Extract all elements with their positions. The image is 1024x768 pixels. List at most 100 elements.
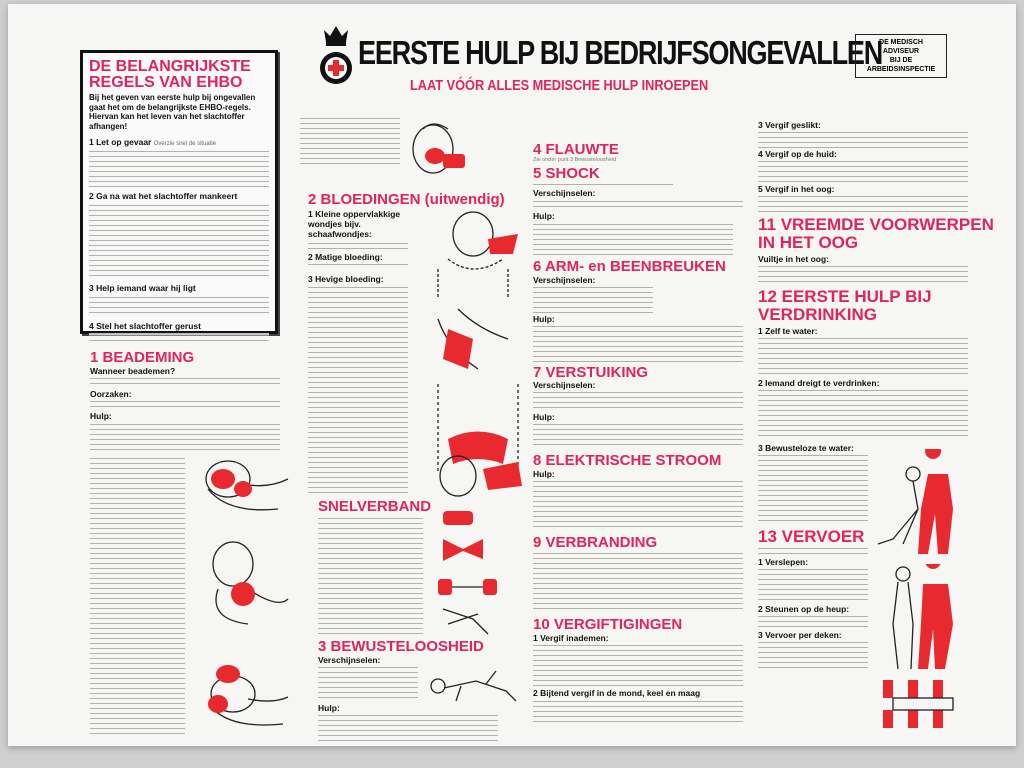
water-rescue-drag-icon: [877, 449, 953, 554]
rescue-breathing-illustrations: [205, 460, 289, 726]
advisor-line: ARBEIDSINSPECTIE: [866, 66, 936, 73]
first-aid-poster: EERSTE HULP BIJ BEDRIJFSONGEVALLEN LAAT …: [8, 4, 1016, 746]
rule-heading: 1 Let op gevaar Overzie snel de situatie: [89, 137, 269, 147]
neck-wound-icon: [437, 211, 518, 299]
body-text-block: [308, 285, 408, 497]
mouth-to-mouth-icon: [212, 541, 289, 625]
section-subtitle: 3 Vervoer per deken:: [758, 630, 842, 640]
rules-title: DE BELANGRIJKSTE REGELS VAN EHBO: [89, 59, 275, 91]
body-text-block: [308, 241, 408, 250]
section-subtitle: 2 Matige bloeding:: [308, 252, 383, 262]
section-title: 3 BEWUSTELOOSHEID: [318, 638, 484, 655]
section-subtitle: 1 Kleine oppervlakkige wondjes bijv. sch…: [308, 209, 401, 239]
section-subtitle: 4 Vergif op de huid:: [758, 149, 837, 159]
section-title: 8 ELEKTRISCHE STROOM: [533, 452, 722, 469]
body-text-block: [758, 640, 868, 670]
body-text-block: [758, 130, 968, 148]
section-subtitle: Hulp:: [90, 411, 112, 421]
section-subtitle: 1 Zelf te water:: [758, 326, 818, 336]
breathing-check-icon: [208, 665, 289, 726]
body-text-block: [533, 390, 743, 410]
ehbo-rules-box: DE BELANGRIJKSTE REGELS VAN EHBO Bij het…: [80, 50, 278, 345]
body-text-block: [318, 516, 423, 634]
body-text-block: [533, 324, 743, 364]
section-subtitle: 1 Vergif inademen:: [533, 633, 609, 643]
body-text-block: [90, 399, 280, 411]
section-subtitle: Wanneer beademen?: [90, 366, 176, 376]
recovery-position-icon: [430, 670, 517, 702]
pressure-bandage-icon: [437, 308, 509, 370]
section-note: Zie onder punt 3 Bewusteloosheid: [533, 157, 617, 163]
section-subtitle: Hulp:: [533, 211, 555, 221]
rule-heading: 3 Help iemand waar hij ligt: [89, 283, 196, 293]
section-title: 5 SHOCK: [533, 165, 600, 182]
body-text-block: [758, 546, 868, 556]
section-title: 13 VERVOER: [758, 527, 865, 546]
body-text-block: [300, 116, 400, 168]
rules-title-line: DE BELANGRIJKSTE: [89, 58, 251, 75]
body-text-block: [533, 422, 743, 448]
section-subtitle: Verschijnselen:: [533, 188, 596, 198]
section-subtitle: Hulp:: [533, 412, 555, 422]
section-title: 6 ARM- en BEENBREUKEN: [533, 258, 726, 275]
body-text-block: [533, 699, 743, 725]
rule-title: 1 Let op gevaar: [89, 137, 152, 147]
body-text-block: [758, 264, 968, 286]
section-title-line: 11 VREEMDE VOORWERPEN: [758, 215, 994, 234]
section-subtitle: 3 Hevige bloeding:: [308, 274, 384, 284]
body-text-block: [89, 203, 269, 279]
section-title-line: 12 EERSTE HULP BIJ: [758, 287, 932, 306]
body-text-block: [758, 194, 968, 212]
section-subtitle: 2 Bijtend vergif in de mond, keel en maa…: [533, 688, 701, 698]
body-text-block: [89, 295, 269, 317]
red-cross-crown-logo: [320, 26, 352, 84]
body-text-block: [533, 551, 743, 611]
body-text-block: [318, 713, 498, 741]
section-subtitle: 3 Vergif geslikt:: [758, 120, 821, 130]
section-subtitle: Verschijnselen:: [318, 655, 381, 665]
head-tilt-icon: [205, 460, 289, 511]
section-title: 10 VERGIFTIGINGEN: [533, 616, 683, 633]
body-text-block: [758, 614, 868, 630]
section-subtitle: 2 Iemand dreigt te verdrinken:: [758, 378, 880, 388]
advisor-line: BIJ DE: [889, 57, 913, 64]
section-subtitle: Verschijnselen:: [533, 275, 596, 285]
section-subtitle: 5 Vergif in het oog:: [758, 184, 835, 194]
section-title-line: IN HET OOG: [758, 233, 859, 252]
body-text-block: [758, 453, 868, 525]
section-title: 1 BEADEMING: [90, 349, 195, 366]
body-text-block: [533, 479, 743, 531]
rule-heading: 2 Ga na wat het slachtoffer mankeert: [89, 191, 238, 201]
body-text-block: [533, 222, 733, 256]
section-title-line: VERDRINKING: [758, 305, 878, 324]
section-subtitle: 2 Steunen op de heup:: [758, 604, 850, 614]
rules-intro: Bij het geven van eerste hulp bij ongeva…: [89, 93, 256, 131]
body-text-block: [90, 422, 280, 454]
water-rescue-illustration: [877, 449, 953, 554]
section-subtitle: 3 Bewusteloze te water:: [758, 443, 854, 453]
advisor-line: DE MEDISCH: [879, 39, 923, 46]
body-text-block: [758, 567, 868, 603]
section-title: 4 FLAUWTE: [533, 141, 619, 158]
body-text-block: [318, 665, 418, 701]
hip-support-illustration: [892, 564, 953, 670]
rules-title-line: REGELS VAN EHBO: [89, 74, 243, 91]
section-subtitle: Hulp:: [533, 314, 555, 324]
body-text-block: [89, 333, 269, 345]
section-title: 12 EERSTE HULP BIJ VERDRINKING: [758, 288, 932, 324]
abdomen-wound-icon: [437, 384, 519, 474]
section-subtitle: Hulp:: [318, 703, 340, 713]
body-text-block: [533, 285, 653, 313]
blanket-carry-illustration: [883, 680, 954, 728]
hip-support-icon: [892, 564, 953, 670]
section-subtitle: 1 Verslepen:: [758, 557, 809, 567]
body-text-block: [308, 262, 408, 269]
poster-subtitle: LAAT VÓÓR ALLES MEDISCHE HULP INROEPEN: [410, 78, 709, 94]
body-text-block: [533, 182, 673, 188]
arm-bandage-icon: [439, 455, 522, 497]
section-subtitle: Vuiltje in het oog:: [758, 254, 829, 264]
body-text-block: [758, 159, 968, 183]
section-title: 2 BLOEDINGEN (uitwendig): [308, 191, 505, 208]
section-subtitle: Oorzaken:: [90, 389, 132, 399]
poster-title: EERSTE HULP BIJ BEDRIJFSONGEVALLEN: [358, 34, 883, 71]
